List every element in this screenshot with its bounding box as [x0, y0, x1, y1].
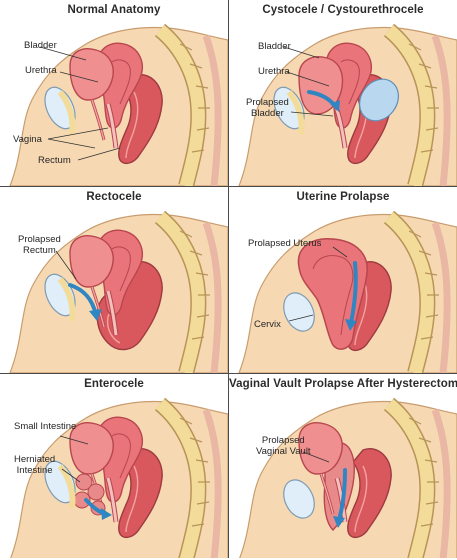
label-urethra: Urethra — [258, 66, 290, 77]
panel-enterocele: Enterocele Small Intestine Herniated Int… — [0, 374, 228, 560]
panel-title: Cystocele / Cystourethrocele — [262, 4, 424, 16]
divider-vertical — [228, 0, 229, 558]
panel-uterine-prolapse: Uterine Prolapse Prolapsed Uterus Cervix — [229, 187, 457, 373]
panel-title: Uterine Prolapse — [296, 191, 390, 203]
label-prolapsed-rectum: Prolapsed Rectum — [18, 234, 61, 256]
divider-horizontal — [0, 186, 457, 187]
label-cervix: Cervix — [254, 319, 281, 330]
vaginal-vault-prolapse-illustration — [238, 374, 457, 558]
panel-vaginal-vault-prolapse: Vaginal Vault Prolapse After Hysterectom… — [229, 374, 457, 560]
label-line: Vaginal Vault — [256, 446, 311, 457]
label-vagina: Vagina — [13, 134, 42, 145]
panel-title: Enterocele — [84, 378, 144, 390]
label-line: Prolapsed — [18, 234, 61, 245]
panel-title: Rectocele — [86, 191, 142, 203]
label-rectum: Rectum — [38, 155, 71, 166]
label-bladder: Bladder — [258, 41, 291, 52]
divider-horizontal — [0, 373, 457, 374]
label-prolapsed-vaginal-vault: Prolapsed Vaginal Vault — [256, 435, 311, 457]
label-line: Rectum — [23, 245, 56, 256]
panel-rectocele: Rectocele Prolapsed Rectum — [0, 187, 228, 373]
label-prolapsed-uterus: Prolapsed Uterus — [248, 238, 322, 249]
label-urethra: Urethra — [25, 65, 57, 76]
label-line: Herniated — [14, 454, 56, 465]
label-herniated-intestine: Herniated Intestine — [14, 454, 55, 476]
label-line: Bladder — [251, 108, 284, 119]
panel-normal-anatomy: Normal Anatomy Bladder Urethra Vagina Re… — [0, 0, 228, 186]
panel-title: Normal Anatomy — [67, 4, 161, 16]
panel-cystocele: Cystocele / Cystourethrocele Bladder Ure… — [229, 0, 457, 186]
label-line: Intestine — [16, 465, 53, 476]
label-small-intestine: Small Intestine — [14, 421, 77, 432]
rectocele-illustration — [9, 187, 228, 373]
label-line: Prolapsed — [246, 97, 289, 108]
cystocele-illustration — [238, 0, 457, 186]
label-line: Prolapsed — [261, 435, 305, 446]
normal-anatomy-illustration — [9, 0, 228, 186]
enterocele-illustration — [9, 374, 228, 558]
panel-title: Vaginal Vault Prolapse After Hysterectom… — [229, 378, 457, 390]
uterine-prolapse-illustration — [238, 187, 457, 373]
label-prolapsed-bladder: Prolapsed Bladder — [246, 97, 289, 119]
label-bladder: Bladder — [24, 40, 57, 51]
